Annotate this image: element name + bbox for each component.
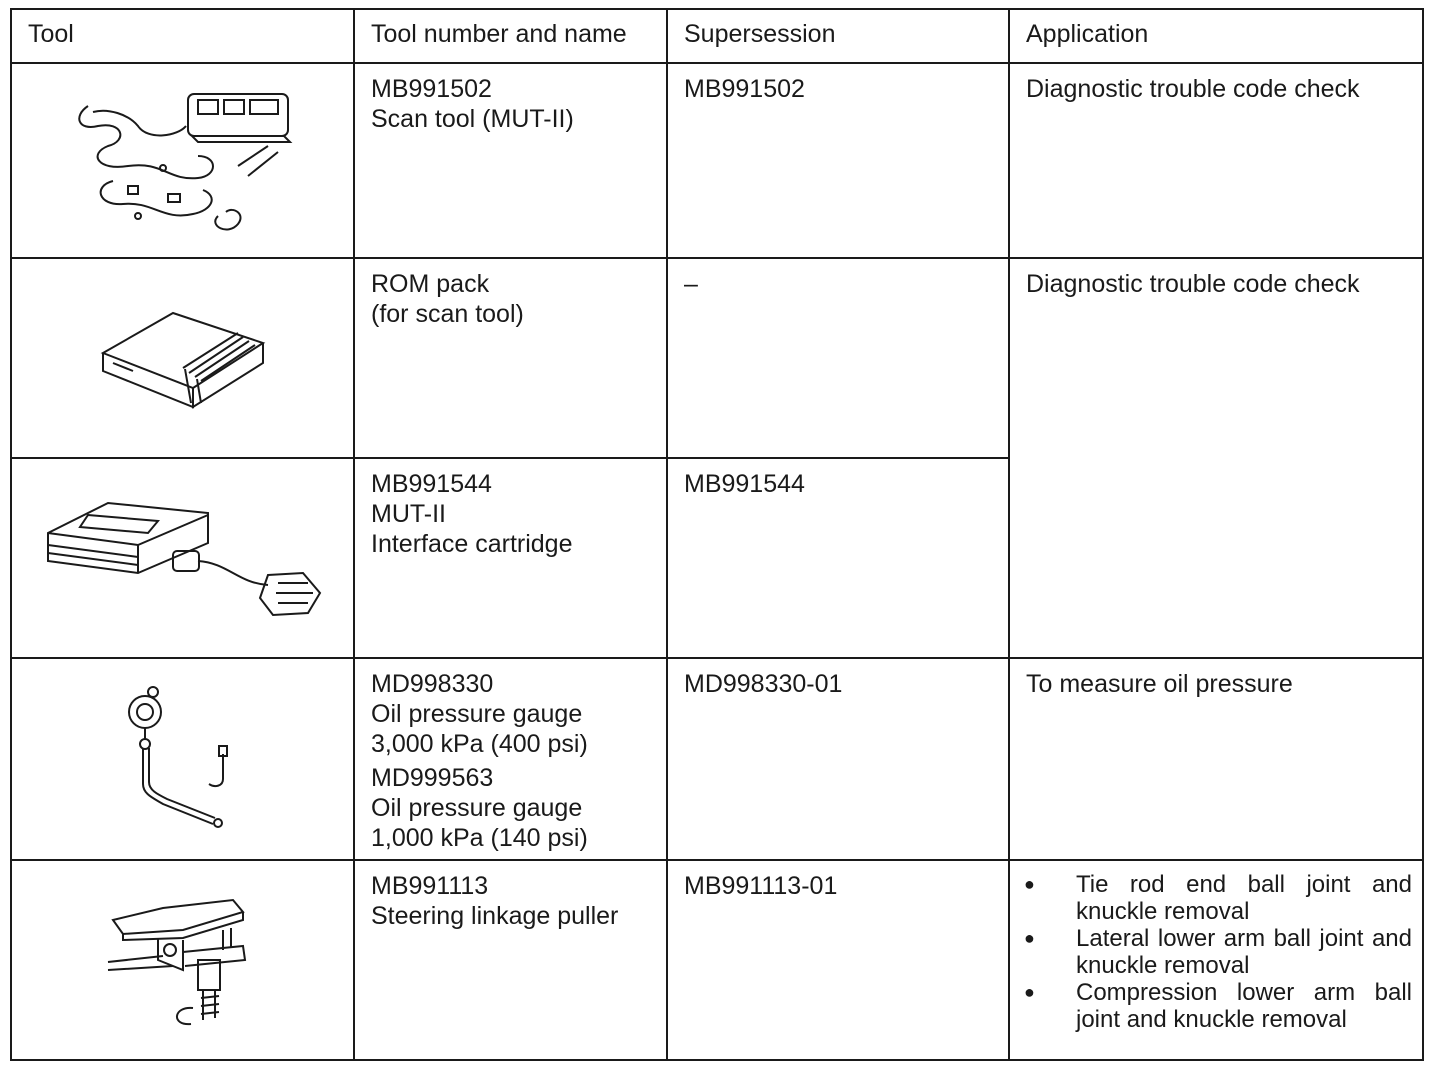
header-tool: Tool — [10, 8, 355, 64]
list-item: Tie rod end ball joint and knuckle remov… — [1024, 871, 1412, 925]
supersession-value: MB991544 — [684, 470, 805, 498]
header-application: Application — [1008, 8, 1424, 64]
application-cell: Diagnostic trouble code check — [1008, 62, 1424, 259]
table-row: MB991113 Steering linkage puller MB99111… — [10, 859, 1424, 1061]
rom-pack-icon — [100, 311, 265, 409]
tool-illustration-cell — [10, 657, 355, 861]
supersession-cell: MB991502 — [666, 62, 1010, 259]
special-tools-table: Tool Tool number and name Supersession A… — [10, 8, 1424, 1061]
header-tool-number-and-name: Tool number and name — [353, 8, 668, 64]
tool-number-and-name-cell: ROM pack (for scan tool) — [353, 257, 668, 459]
supersession-value: MD998330-01 — [684, 670, 843, 698]
tool-number-and-name-cell: MB991502 Scan tool (MUT-II) — [353, 62, 668, 259]
header-supersession: Supersession — [666, 8, 1010, 64]
scan-tool-mut-ii-icon — [77, 92, 292, 230]
table-row: MB991502 Scan tool (MUT-II) MB991502 Dia… — [10, 62, 1424, 259]
list-item: Lateral lower arm ball joint and knuckle… — [1024, 925, 1412, 979]
supersession-value: – — [684, 270, 698, 298]
supersession-cell: MD998330-01 — [666, 657, 1010, 861]
tool-name-note: (for scan tool) — [371, 300, 524, 328]
steering-linkage-puller-icon — [107, 898, 246, 1026]
tool-number-and-name-cell: MD998330 Oil pressure gauge 3,000 kPa (4… — [353, 657, 668, 861]
oil-pressure-gauge-icon — [127, 686, 228, 828]
tool-number: MD998330 — [371, 670, 494, 698]
table-row: MB991544 MUT-II Interface cartridge MB99… — [10, 457, 1423, 659]
tool-illustration-cell — [10, 859, 355, 1061]
tool-illustration-cell — [10, 457, 355, 659]
tool-spec: 3,000 kPa (400 psi) — [371, 730, 588, 758]
tool-name: Interface cartridge — [371, 530, 573, 558]
application-text: Diagnostic trouble code check — [1026, 270, 1360, 298]
application-text: Diagnostic trouble code check — [1026, 75, 1360, 103]
table-row: ROM pack (for scan tool) – Diagnostic tr… — [10, 257, 1424, 659]
tool-name: Steering linkage puller — [371, 902, 619, 930]
supersession-cell: MB991113-01 — [666, 859, 1010, 1061]
interface-cartridge-icon — [46, 501, 321, 617]
tool-illustration-cell — [10, 62, 355, 259]
tool-name: MUT-II — [371, 500, 446, 528]
application-cell: Diagnostic trouble code check — [1008, 257, 1424, 659]
tool-number-and-name-cell: MB991544 MUT-II Interface cartridge — [353, 457, 668, 659]
list-item: Compression lower arm ball joint and knu… — [1024, 979, 1412, 1033]
tool-number: MB991113 — [371, 872, 489, 900]
tool-number-and-name-cell: MB991113 Steering linkage puller — [353, 859, 668, 1061]
supersession-value: MB991502 — [684, 75, 805, 103]
application-cell: Tie rod end ball joint and knuckle remov… — [1008, 859, 1424, 1061]
supersession-cell: MB991544 — [666, 457, 1010, 659]
header-row: Tool Tool number and name Supersession A… — [10, 8, 1424, 64]
application-bullet-list: Tie rod end ball joint and knuckle remov… — [1010, 861, 1422, 1033]
supersession-value: MB991113-01 — [684, 872, 838, 900]
tool-illustration-cell — [10, 257, 355, 459]
application-text: To measure oil pressure — [1026, 670, 1293, 698]
tool-number: MD999563 — [371, 764, 494, 792]
tool-name: Oil pressure gauge — [371, 700, 583, 728]
supersession-cell: – — [666, 257, 1010, 459]
tool-number: MB991544 — [371, 470, 492, 498]
tool-name: Scan tool (MUT-II) — [371, 105, 574, 133]
tool-name: Oil pressure gauge — [371, 794, 583, 822]
tool-spec: 1,000 kPa (140 psi) — [371, 824, 588, 852]
table-row: MD998330 Oil pressure gauge 3,000 kPa (4… — [10, 657, 1424, 861]
application-cell: To measure oil pressure — [1008, 657, 1424, 861]
tool-name: ROM pack — [371, 270, 490, 298]
tool-number: MB991502 — [371, 75, 492, 103]
